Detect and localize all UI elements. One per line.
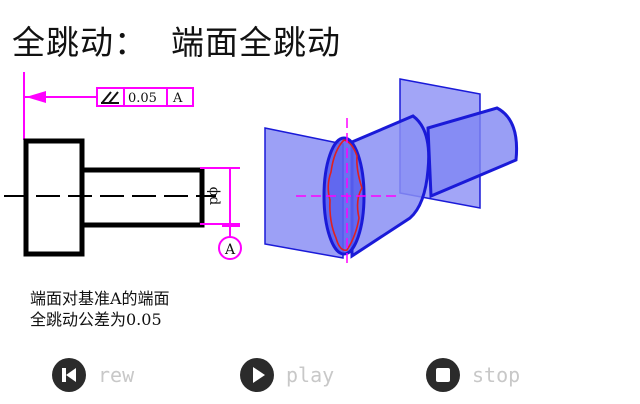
arrow-icon	[26, 91, 46, 103]
stop-button[interactable]: stop	[426, 358, 520, 392]
tolerance-datum: A	[172, 91, 183, 106]
total-runout-icon	[101, 91, 119, 104]
page-title: 全跳动： 端面全跳动	[12, 23, 341, 62]
stop-icon[interactable]	[426, 358, 460, 392]
tolerance-frame: 0.05 A	[96, 87, 194, 107]
play-button[interactable]: play	[240, 358, 334, 392]
part-3d-view	[264, 78, 519, 266]
rew-button[interactable]: rew	[52, 358, 134, 392]
description: 端面对基准A的端面 全跳动公差为0.05	[30, 288, 170, 330]
stop-label[interactable]: stop	[472, 363, 521, 387]
rew-label[interactable]: rew	[98, 363, 135, 387]
description-line-1: 端面对基准A的端面	[30, 289, 170, 308]
datum-label: A	[224, 242, 236, 258]
part-section-view: 0.05 A ϕd A	[4, 72, 242, 260]
play-label[interactable]: play	[286, 363, 335, 387]
tolerance-value: 0.05	[128, 91, 157, 106]
diameter-label: ϕd	[206, 187, 222, 206]
play-icon[interactable]	[240, 358, 274, 392]
datum-circle	[218, 236, 242, 260]
rewind-icon[interactable]	[52, 358, 86, 392]
description-line-2: 全跳动公差为0.05	[30, 310, 162, 329]
